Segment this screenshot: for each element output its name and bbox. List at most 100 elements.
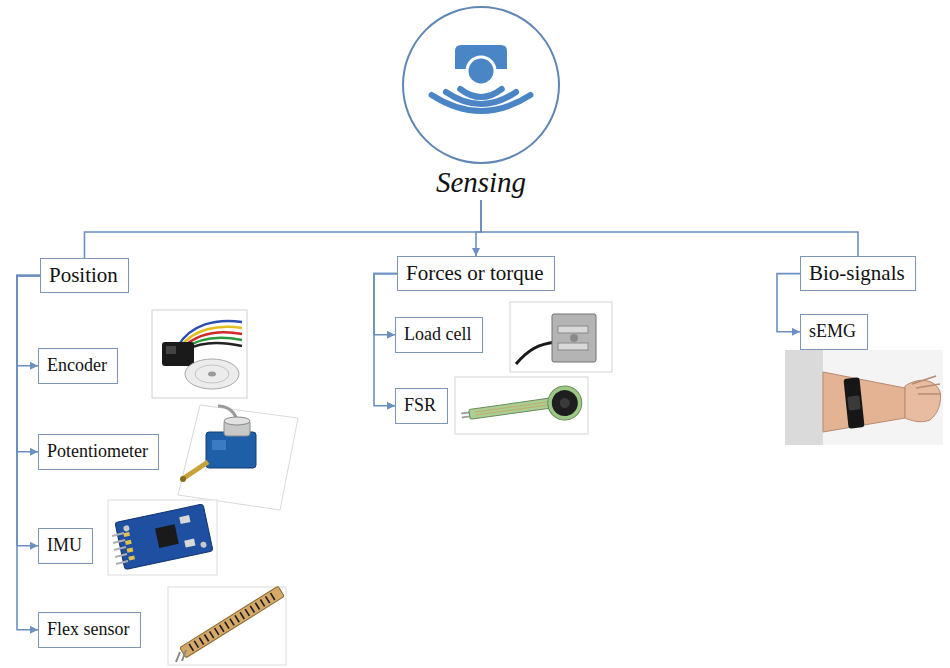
illustration-part (123, 525, 130, 532)
illustration-part (128, 555, 135, 560)
illustration-part (115, 504, 213, 570)
illustration-part (212, 440, 226, 450)
illustration-part (250, 606, 254, 613)
box-label: Potentiometer (47, 441, 150, 463)
connector (481, 200, 858, 256)
illustration-part (215, 628, 219, 635)
signal-wave (446, 92, 516, 104)
illustration-part (123, 532, 130, 537)
semg-picture (785, 350, 943, 445)
illustration-part (185, 359, 239, 389)
sensor-box: sEMG (800, 314, 868, 350)
illustration-part (823, 372, 905, 432)
illustration-part (189, 593, 275, 651)
illustration-part (265, 596, 269, 603)
box-label: FSR (404, 395, 439, 417)
illustration-part (462, 416, 470, 417)
illustration-part (210, 631, 214, 638)
illustration-part (178, 405, 298, 510)
illustration-part (469, 398, 554, 420)
sensing-hub: Sensing (400, 4, 562, 200)
illustration-part (516, 342, 556, 364)
illustration-part (116, 561, 128, 564)
sensor-box: IMU (38, 528, 93, 564)
connector (777, 274, 800, 332)
illustration-part (180, 476, 186, 482)
illustration-part (168, 587, 286, 665)
illustration-part (271, 593, 275, 600)
illustration-part (552, 314, 596, 362)
illustration-part (127, 548, 134, 553)
connector (17, 276, 40, 452)
potentiometer-picture (178, 405, 298, 510)
sensor-eye (467, 57, 495, 85)
illustration-part (235, 615, 239, 622)
illustration-part (459, 384, 584, 435)
illustration-part (184, 462, 208, 478)
illustration-part (785, 350, 823, 445)
illustration-part (455, 377, 588, 434)
box-label: Flex sensor (47, 619, 132, 641)
illustration-part (166, 346, 176, 354)
illustration-part (114, 547, 126, 550)
illustration-part (162, 342, 194, 366)
category-box: Forces or torque (397, 256, 555, 291)
signal-wave (432, 95, 531, 111)
illustration-part (550, 388, 579, 417)
illustration-part (155, 524, 179, 548)
hub-label: Sensing (400, 166, 562, 198)
box-label: Forces or torque (406, 261, 546, 286)
box-label: IMU (47, 535, 84, 557)
encoder-picture (152, 310, 247, 398)
illustration-part (558, 343, 588, 350)
illustration-part (152, 310, 247, 398)
illustration-part (847, 395, 860, 410)
box-label: Load cell (404, 324, 474, 346)
illustration-part (199, 638, 203, 645)
illustration-part (179, 515, 190, 524)
illustration-part (245, 609, 249, 616)
hub-circle (403, 7, 559, 163)
load-cell-picture (510, 302, 612, 372)
sensor-box: Load cell (395, 317, 483, 353)
illustration-part (195, 365, 229, 383)
sensor-box: Potentiometer (38, 434, 159, 470)
illustration-part (180, 586, 285, 658)
fsr-picture (455, 377, 588, 434)
illustration-part (475, 402, 548, 412)
illustration-part (912, 376, 941, 394)
illustration-part (558, 326, 588, 333)
illustration-part (194, 641, 198, 648)
illustration-part (476, 405, 549, 415)
illustration-part (260, 600, 264, 607)
connector (85, 200, 482, 258)
illustration-part (240, 612, 244, 619)
sensor-box: Flex sensor (38, 612, 141, 648)
illustration-part (176, 652, 180, 662)
illustration-part (255, 603, 259, 610)
illustration-part (230, 619, 234, 626)
illustration-part (108, 500, 217, 575)
illustration-part (559, 397, 570, 408)
box-label: Encoder (47, 355, 109, 377)
connector (374, 274, 397, 406)
illustration-part (843, 377, 864, 428)
connector (17, 276, 40, 630)
illustration-part (220, 625, 224, 632)
illustration-part (184, 539, 195, 548)
illustration-part (461, 412, 469, 413)
box-label: sEMG (809, 321, 859, 343)
sensor-box: Encoder (38, 348, 118, 384)
illustration-part (115, 504, 213, 570)
illustration-part (570, 334, 578, 342)
illustration-part (224, 417, 250, 425)
illustration-part (200, 541, 207, 548)
signal-wave (460, 89, 502, 97)
illustration-part (208, 372, 216, 377)
connector (17, 276, 40, 546)
illustration-part (206, 432, 256, 468)
illustration-part (546, 384, 584, 422)
connector (17, 276, 40, 366)
illustration-part (785, 350, 943, 445)
